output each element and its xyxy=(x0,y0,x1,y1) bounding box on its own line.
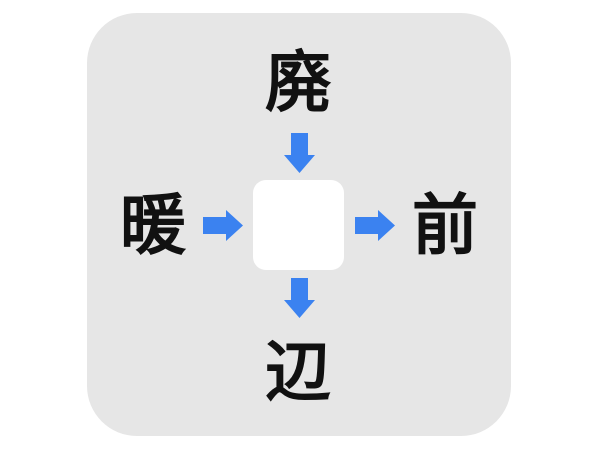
bottom-kanji: 辺 xyxy=(265,334,331,411)
top-kanji: 廃 xyxy=(265,44,331,121)
answer-box[interactable] xyxy=(253,180,344,270)
arrow-down-icon xyxy=(284,133,315,173)
right-kanji: 前 xyxy=(412,187,478,264)
left-kanji: 暖 xyxy=(120,187,186,264)
arrow-right-icon xyxy=(203,210,243,241)
arrow-down-icon xyxy=(284,278,315,318)
arrow-right-icon xyxy=(355,210,395,241)
